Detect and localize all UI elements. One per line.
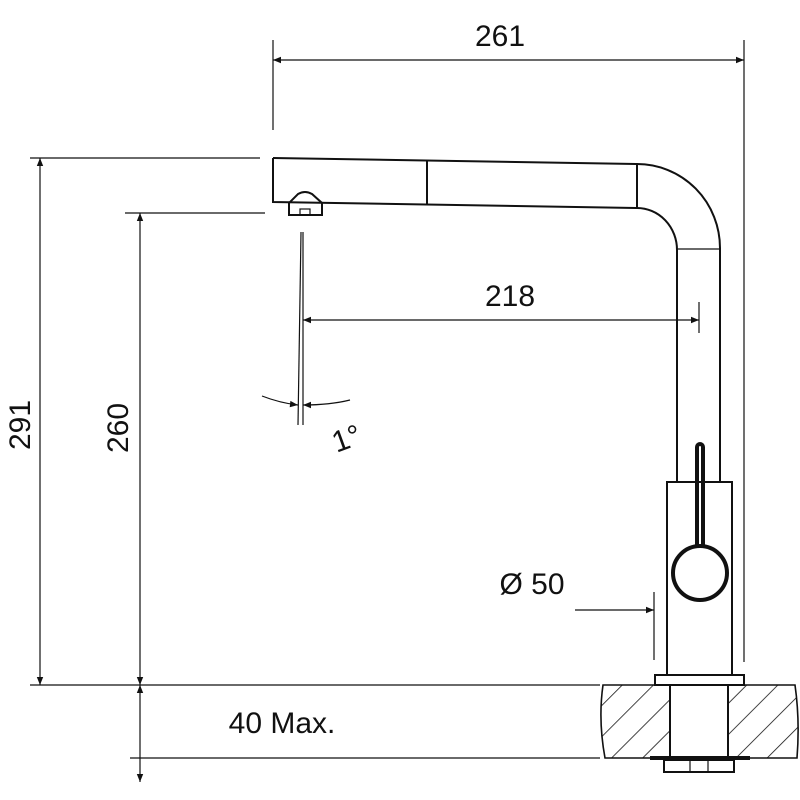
dimension-label-291: 291 <box>4 400 37 450</box>
dimension-label-diameter: Ø 50 <box>499 568 564 601</box>
dimension-label-260: 260 <box>102 403 135 453</box>
faucet-spout <box>272 157 721 482</box>
dimension-max-40: 40 Max. <box>130 685 600 782</box>
faucet-body <box>654 481 745 686</box>
dimension-label-angle: 1° <box>328 419 366 460</box>
dimension-height-291: 291 <box>4 157 600 686</box>
dimension-diameter-50: Ø 50 <box>499 568 655 660</box>
aerator <box>288 191 323 216</box>
dimension-label-261: 261 <box>475 20 525 53</box>
dimension-height-260: 260 <box>102 212 265 685</box>
dimension-width-261: 261 <box>272 20 745 662</box>
countertop-section <box>600 684 799 773</box>
lever-handle <box>671 442 729 602</box>
dimension-angle-1deg: 1° <box>261 395 366 460</box>
dimension-label-218: 218 <box>485 280 535 313</box>
dimension-label-max: 40 Max. <box>229 707 336 740</box>
dimension-reach-218: 218 <box>297 231 700 426</box>
